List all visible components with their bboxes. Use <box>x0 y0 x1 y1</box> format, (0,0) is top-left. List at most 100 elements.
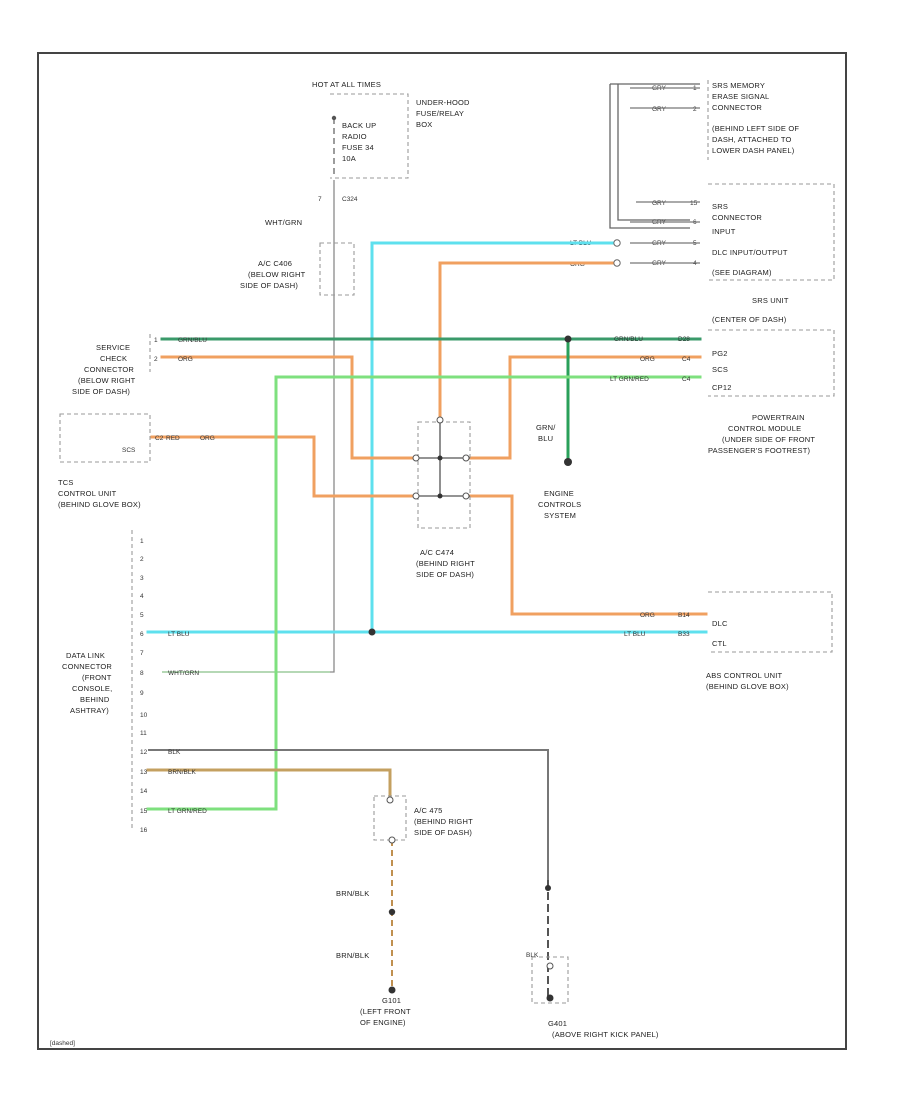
g401-label: G401 (ABOVE RIGHT KICK PANEL) <box>548 1019 659 1039</box>
svg-text:RADIO: RADIO <box>342 132 367 141</box>
c474-pin-b <box>437 455 443 461</box>
svg-text:BRN/BLK: BRN/BLK <box>168 769 196 776</box>
dlc-pin-numbers: 1 2 3 4 5 6 7 8 9 10 11 12 13 14 15 16 <box>140 538 148 834</box>
svg-text:ORG: ORG <box>640 356 655 363</box>
pcm-box <box>708 329 835 397</box>
svg-text:(BEHIND LEFT SIDE OF: (BEHIND LEFT SIDE OF <box>712 124 799 133</box>
svg-text:CHECK: CHECK <box>100 354 127 363</box>
svg-text:GRN/: GRN/ <box>536 423 556 432</box>
svg-text:DATA LINK: DATA LINK <box>66 651 105 660</box>
svg-text:BLK: BLK <box>168 749 181 756</box>
svg-text:3: 3 <box>140 575 144 582</box>
svg-text:14: 14 <box>140 788 148 795</box>
srs-gry-labels: GRY GRY GRY GRY GRY GRY <box>652 85 667 267</box>
wire-org-tcs <box>150 435 416 498</box>
svg-text:(BEHIND RIGHT: (BEHIND RIGHT <box>414 817 473 826</box>
service-check-label: SERVICE CHECK CONNECTOR (BELOW RIGHT SID… <box>72 343 136 396</box>
svg-text:10: 10 <box>140 712 148 719</box>
pcm-wire-labels: GRN/BLU ORG LT GRN/RED <box>610 336 655 383</box>
ac-c474-label: A/C C474 (BEHIND RIGHT SIDE OF DASH) <box>416 548 475 579</box>
diagram-code: [dashed] <box>50 1040 75 1047</box>
brn-blk-splice <box>388 908 396 916</box>
srs-memory-label: SRS MEMORY ERASE SIGNAL CONNECTOR (BEHIN… <box>712 81 799 155</box>
g401-wire-label: BLK <box>526 952 539 959</box>
abs-pins: B14 B33 <box>678 612 690 638</box>
svg-text:ERASE SIGNAL: ERASE SIGNAL <box>712 92 769 101</box>
svg-text:SIDE OF DASH): SIDE OF DASH) <box>416 570 474 579</box>
svg-text:CONNECTOR: CONNECTOR <box>62 662 112 671</box>
svg-text:DLC INPUT/OUTPUT: DLC INPUT/OUTPUT <box>712 248 788 257</box>
dlc-wire-labels: LT BLU WHT/GRN BLK BRN/BLK LT GRN/RED <box>168 631 207 815</box>
svg-text:16: 16 <box>140 827 148 834</box>
srs-conn-a <box>613 239 621 247</box>
wire-org-abs <box>468 494 708 616</box>
svg-text:ORG: ORG <box>178 356 193 363</box>
svg-text:CTL: CTL <box>712 639 727 648</box>
svg-text:BRN/BLK: BRN/BLK <box>336 951 370 960</box>
abs-box <box>708 591 833 653</box>
c474-pin-g <box>462 492 470 500</box>
service-check-wire-labels: GRN/BLU ORG <box>178 337 207 363</box>
svg-text:CONTROL UNIT: CONTROL UNIT <box>58 489 117 498</box>
svg-text:B33: B33 <box>678 631 690 638</box>
svg-text:BLU: BLU <box>538 434 553 443</box>
svg-text:FUSE 34: FUSE 34 <box>342 143 374 152</box>
svg-text:C4: C4 <box>682 356 691 363</box>
ac-c406-label: A/C C406 (BELOW RIGHT SIDE OF DASH) <box>240 259 306 290</box>
svg-text:8: 8 <box>140 670 144 677</box>
g401-splice <box>545 885 551 891</box>
g101-ground <box>388 986 396 994</box>
svg-text:FUSE/RELAY: FUSE/RELAY <box>416 109 464 118</box>
srs-unit-pin-labels: SRS CONNECTOR INPUT DLC INPUT/OUTPUT (SE… <box>712 202 788 277</box>
pcm-box-pins: PG2 SCS CP12 <box>712 349 731 392</box>
fuse-hot-label: HOT AT ALL TIMES <box>312 80 381 89</box>
svg-text:BEHIND: BEHIND <box>80 695 110 704</box>
tcs-scs: SCS <box>122 447 136 454</box>
srs-gry-wires <box>630 87 700 264</box>
svg-text:LT BLU: LT BLU <box>168 631 190 638</box>
tcs-label: TCS CONTROL UNIT (BEHIND GLOVE BOX) <box>58 478 141 509</box>
svg-text:(ABOVE RIGHT KICK PANEL): (ABOVE RIGHT KICK PANEL) <box>552 1030 659 1039</box>
svg-text:SIDE OF DASH): SIDE OF DASH) <box>72 387 130 396</box>
brn-blk-labels: BRN/BLK BRN/BLK <box>336 889 370 960</box>
c474-pin-c <box>437 493 443 499</box>
svg-text:LT GRN/RED: LT GRN/RED <box>610 376 649 383</box>
svg-text:(BELOW RIGHT: (BELOW RIGHT <box>78 376 136 385</box>
svg-text:(SEE DIAGRAM): (SEE DIAGRAM) <box>712 268 772 277</box>
c475-pin-top <box>386 796 394 804</box>
tcs-wire-org: ORG <box>200 435 215 442</box>
svg-text:GRY: GRY <box>652 106 667 113</box>
c474-pin-e <box>462 454 470 462</box>
ac-475-label: A/C 475 (BEHIND RIGHT SIDE OF DASH) <box>414 806 473 837</box>
lt-blu-junction <box>368 628 376 636</box>
c474-pin-d <box>412 454 420 462</box>
svg-text:12: 12 <box>140 749 148 756</box>
svg-text:10A: 10A <box>342 154 356 163</box>
g101-label: G101 (LEFT FRONT OF ENGINE) <box>360 996 411 1027</box>
svg-text:(BEHIND GLOVE BOX): (BEHIND GLOVE BOX) <box>706 682 789 691</box>
tcs-connector <box>59 413 151 463</box>
svg-text:SRS UNIT: SRS UNIT <box>752 296 789 305</box>
svg-text:(BEHIND RIGHT: (BEHIND RIGHT <box>416 559 475 568</box>
wire-blk <box>148 749 549 880</box>
ac-c474-connector <box>417 421 471 529</box>
fuse-34-label: BACK UP RADIO FUSE 34 10A <box>342 121 376 163</box>
svg-text:5: 5 <box>140 612 144 619</box>
pcm-label: POWERTRAIN CONTROL MODULE (UNDER SIDE OF… <box>708 413 815 455</box>
svg-text:CONNECTOR: CONNECTOR <box>712 103 762 112</box>
svg-text:2: 2 <box>140 556 144 563</box>
svg-text:CONNECTOR: CONNECTOR <box>84 365 134 374</box>
svg-text:TCS: TCS <box>58 478 74 487</box>
svg-text:(BELOW RIGHT: (BELOW RIGHT <box>248 270 306 279</box>
wire-brn-blk <box>146 768 392 802</box>
abs-label: ABS CONTROL UNIT (BEHIND GLOVE BOX) <box>706 671 789 691</box>
svg-text:CONTROL MODULE: CONTROL MODULE <box>728 424 801 433</box>
svg-text:(BEHIND GLOVE BOX): (BEHIND GLOVE BOX) <box>58 500 141 509</box>
svg-text:INPUT: INPUT <box>712 227 736 236</box>
tcs-pin: C2 <box>155 435 164 442</box>
fuse-node <box>331 115 337 121</box>
srs-memory-loop <box>609 83 700 229</box>
svg-text:(CENTER OF DASH): (CENTER OF DASH) <box>712 315 787 324</box>
fuse-box-outline <box>330 93 409 179</box>
svg-text:SYSTEM: SYSTEM <box>544 511 576 520</box>
